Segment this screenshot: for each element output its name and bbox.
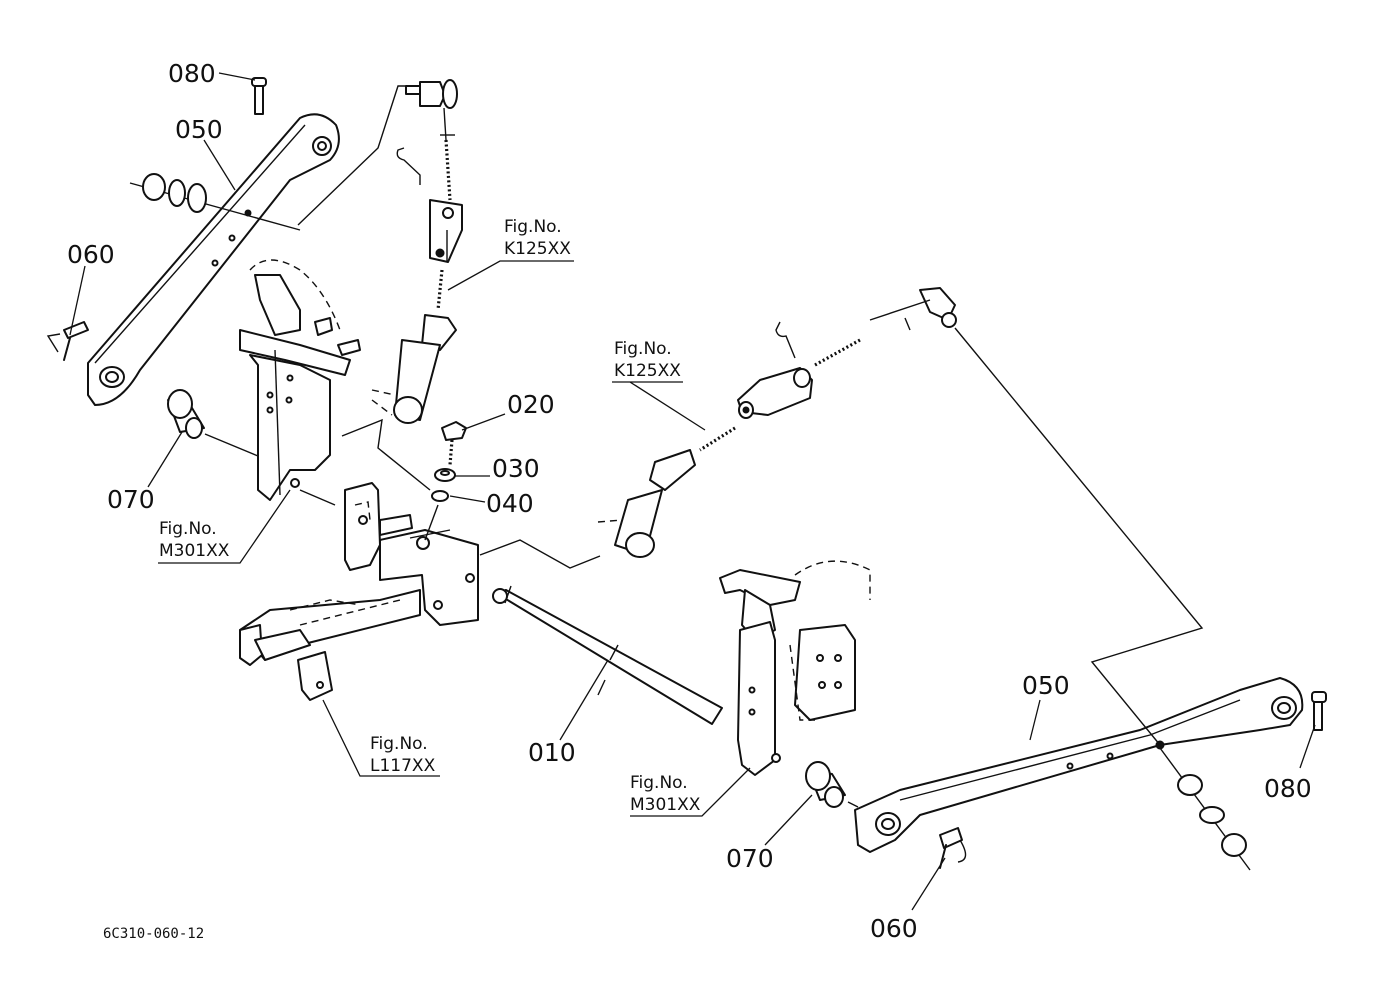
figure-ref-caption: Fig.No. — [370, 734, 428, 754]
figure-ref-code: K125XX — [614, 361, 681, 382]
figure-ref-caption: Fig.No. — [159, 519, 217, 539]
right-spacer-070 — [805, 761, 846, 808]
part-label-060-bottom: 060 — [870, 914, 918, 943]
figure-ref-m301-right: Fig.No. M301XX — [630, 772, 702, 816]
figure-ref-caption: Fig.No. — [614, 339, 672, 359]
part-label-070-left: 070 — [107, 485, 155, 514]
right-lift-rod — [597, 287, 957, 558]
cross-shaft-010 — [492, 585, 723, 725]
part-label-020: 020 — [507, 390, 555, 419]
right-bracket — [719, 560, 871, 776]
left-bracket — [239, 259, 361, 501]
left-lower-link — [87, 113, 340, 406]
figure-ref-k125-top: Fig.No. K125XX — [504, 216, 573, 260]
part-label-050-top: 050 — [175, 115, 223, 144]
figure-ref-caption: Fig.No. — [504, 217, 562, 237]
figure-ref-code: M301XX — [630, 795, 701, 816]
part-label-030: 030 — [492, 454, 540, 483]
leader-lines — [69, 72, 1316, 911]
part-label-060-left: 060 — [67, 240, 115, 269]
left-lift-rod — [371, 79, 463, 424]
figure-ref-k125-mid: Fig.No. K125XX — [614, 338, 683, 382]
part-label-070-right: 070 — [726, 844, 774, 873]
right-lower-link — [854, 677, 1304, 853]
drawing-number: 6C310-060-12 — [103, 926, 205, 942]
right-nut-washer-stack — [1159, 747, 1251, 871]
figure-ref-l117: Fig.No. L117XX — [370, 733, 437, 777]
center-frame — [239, 482, 479, 701]
part-label-080-right: 080 — [1264, 774, 1312, 803]
left-spacer-070 — [167, 389, 205, 439]
part-label-040: 040 — [486, 489, 534, 518]
figure-ref-caption: Fig.No. — [630, 773, 688, 793]
right-linch-pin-060 — [939, 827, 967, 869]
left-linch-pin-060 — [46, 321, 89, 361]
part-label-080-top: 080 — [168, 59, 216, 88]
left-pin-080 — [251, 77, 267, 115]
bolt-020 — [441, 421, 467, 466]
figure-ref-m301-left: Fig.No. M301XX — [159, 518, 231, 562]
right-pin-080 — [1311, 691, 1327, 731]
nut-030 — [434, 468, 456, 482]
figure-ref-code: K125XX — [504, 239, 571, 260]
part-label-050-right: 050 — [1022, 671, 1070, 700]
figure-ref-code: L117XX — [370, 756, 436, 777]
left-nut-washer-stack — [129, 173, 301, 231]
washer-040 — [424, 490, 449, 541]
part-label-010: 010 — [528, 738, 576, 767]
figure-ref-code: M301XX — [159, 541, 230, 562]
